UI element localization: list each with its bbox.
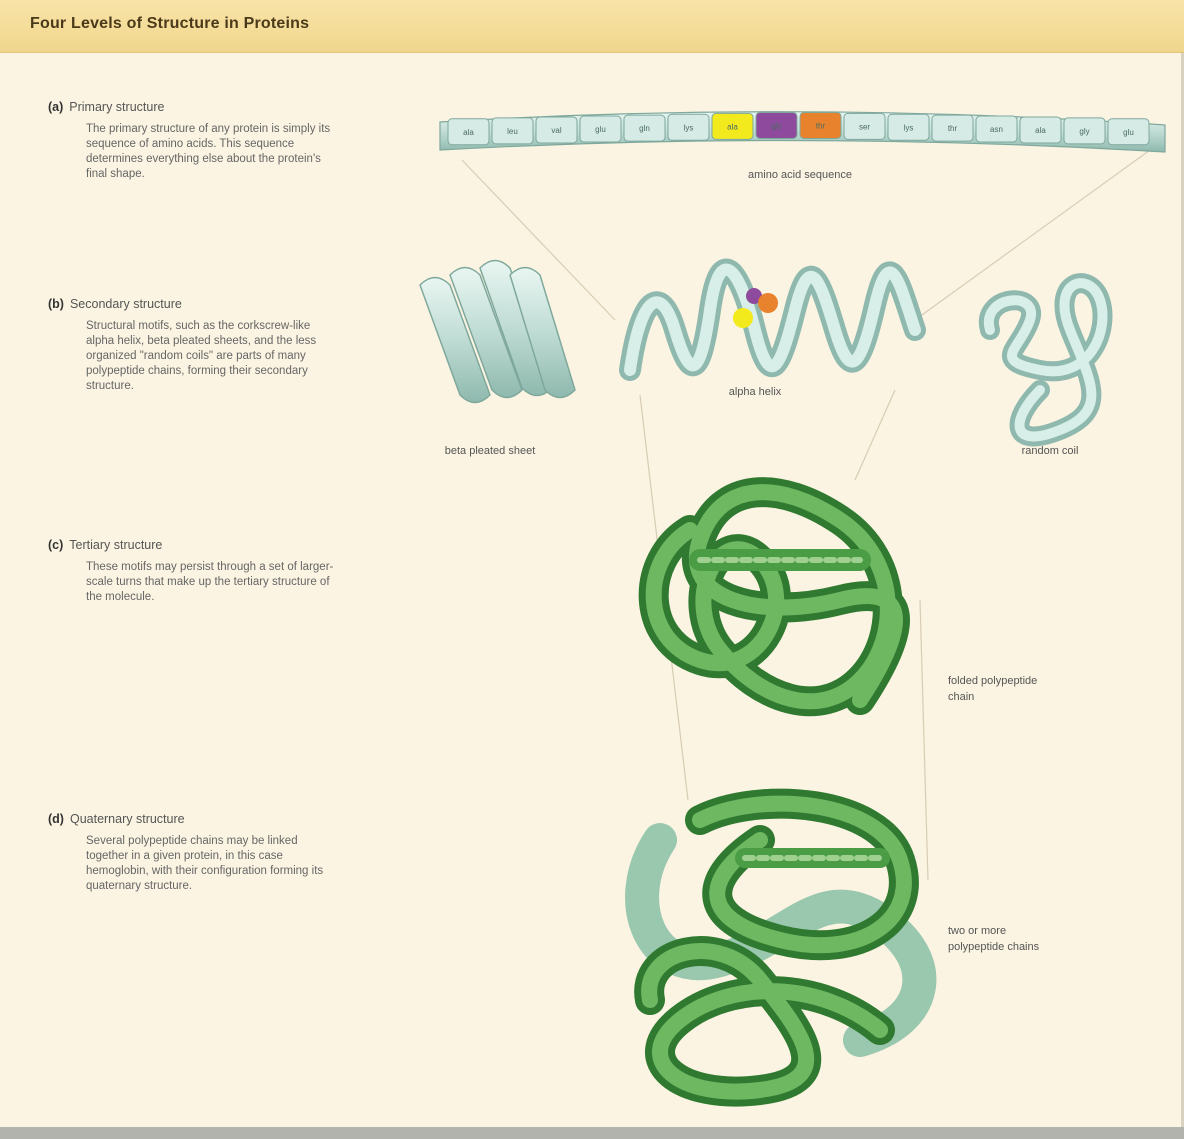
amino-acid-label: ala [727,122,738,131]
amino-acid-label: gly [1079,127,1089,136]
alpha-helix-caption: alpha helix [729,386,782,398]
amino-acid-label: val [551,126,561,135]
folded-polypeptide-caption-line1: folded polypeptide [948,675,1037,687]
amino-acid-chain: ala leu val glu gln lys ala gly thr ser lys thr asn a… [440,112,1165,152]
amino-acid-label: ser [859,122,870,131]
beta-pleated-sheet-caption: beta pleated sheet [445,445,536,457]
highlight-residue-yellow [733,308,753,328]
two-or-more-chains-caption-line2: polypeptide chains [948,941,1040,953]
highlight-residue-orange [758,293,778,313]
beta-pleated-sheet [420,261,575,403]
amino-acid-label: gln [639,124,650,133]
amino-acid-label: gly [771,121,781,130]
quaternary-protein-complex [642,804,919,1092]
amino-acid-label: ala [1035,126,1046,135]
random-coil [989,283,1103,436]
amino-acid-label: thr [948,124,958,133]
amino-acid-label: leu [507,127,518,136]
amino-acid-label: asn [990,125,1003,134]
folded-polypeptide-chain [654,492,895,701]
amino-acid-label: lys [684,123,694,132]
amino-acid-label: ala [463,128,474,137]
two-or-more-chains-caption-line1: two or more [948,925,1006,937]
amino-acid-label: glu [1123,128,1134,137]
amino-acid-label: glu [595,125,606,134]
folded-polypeptide-caption-line2: chain [948,691,974,703]
amino-acid-label: lys [904,123,914,132]
amino-acid-sequence-caption: amino acid sequence [748,169,852,181]
bottom-border [0,1127,1184,1139]
random-coil-caption: random coil [1022,445,1079,457]
alpha-helix [630,270,915,370]
amino-acid-label: thr [816,121,826,130]
